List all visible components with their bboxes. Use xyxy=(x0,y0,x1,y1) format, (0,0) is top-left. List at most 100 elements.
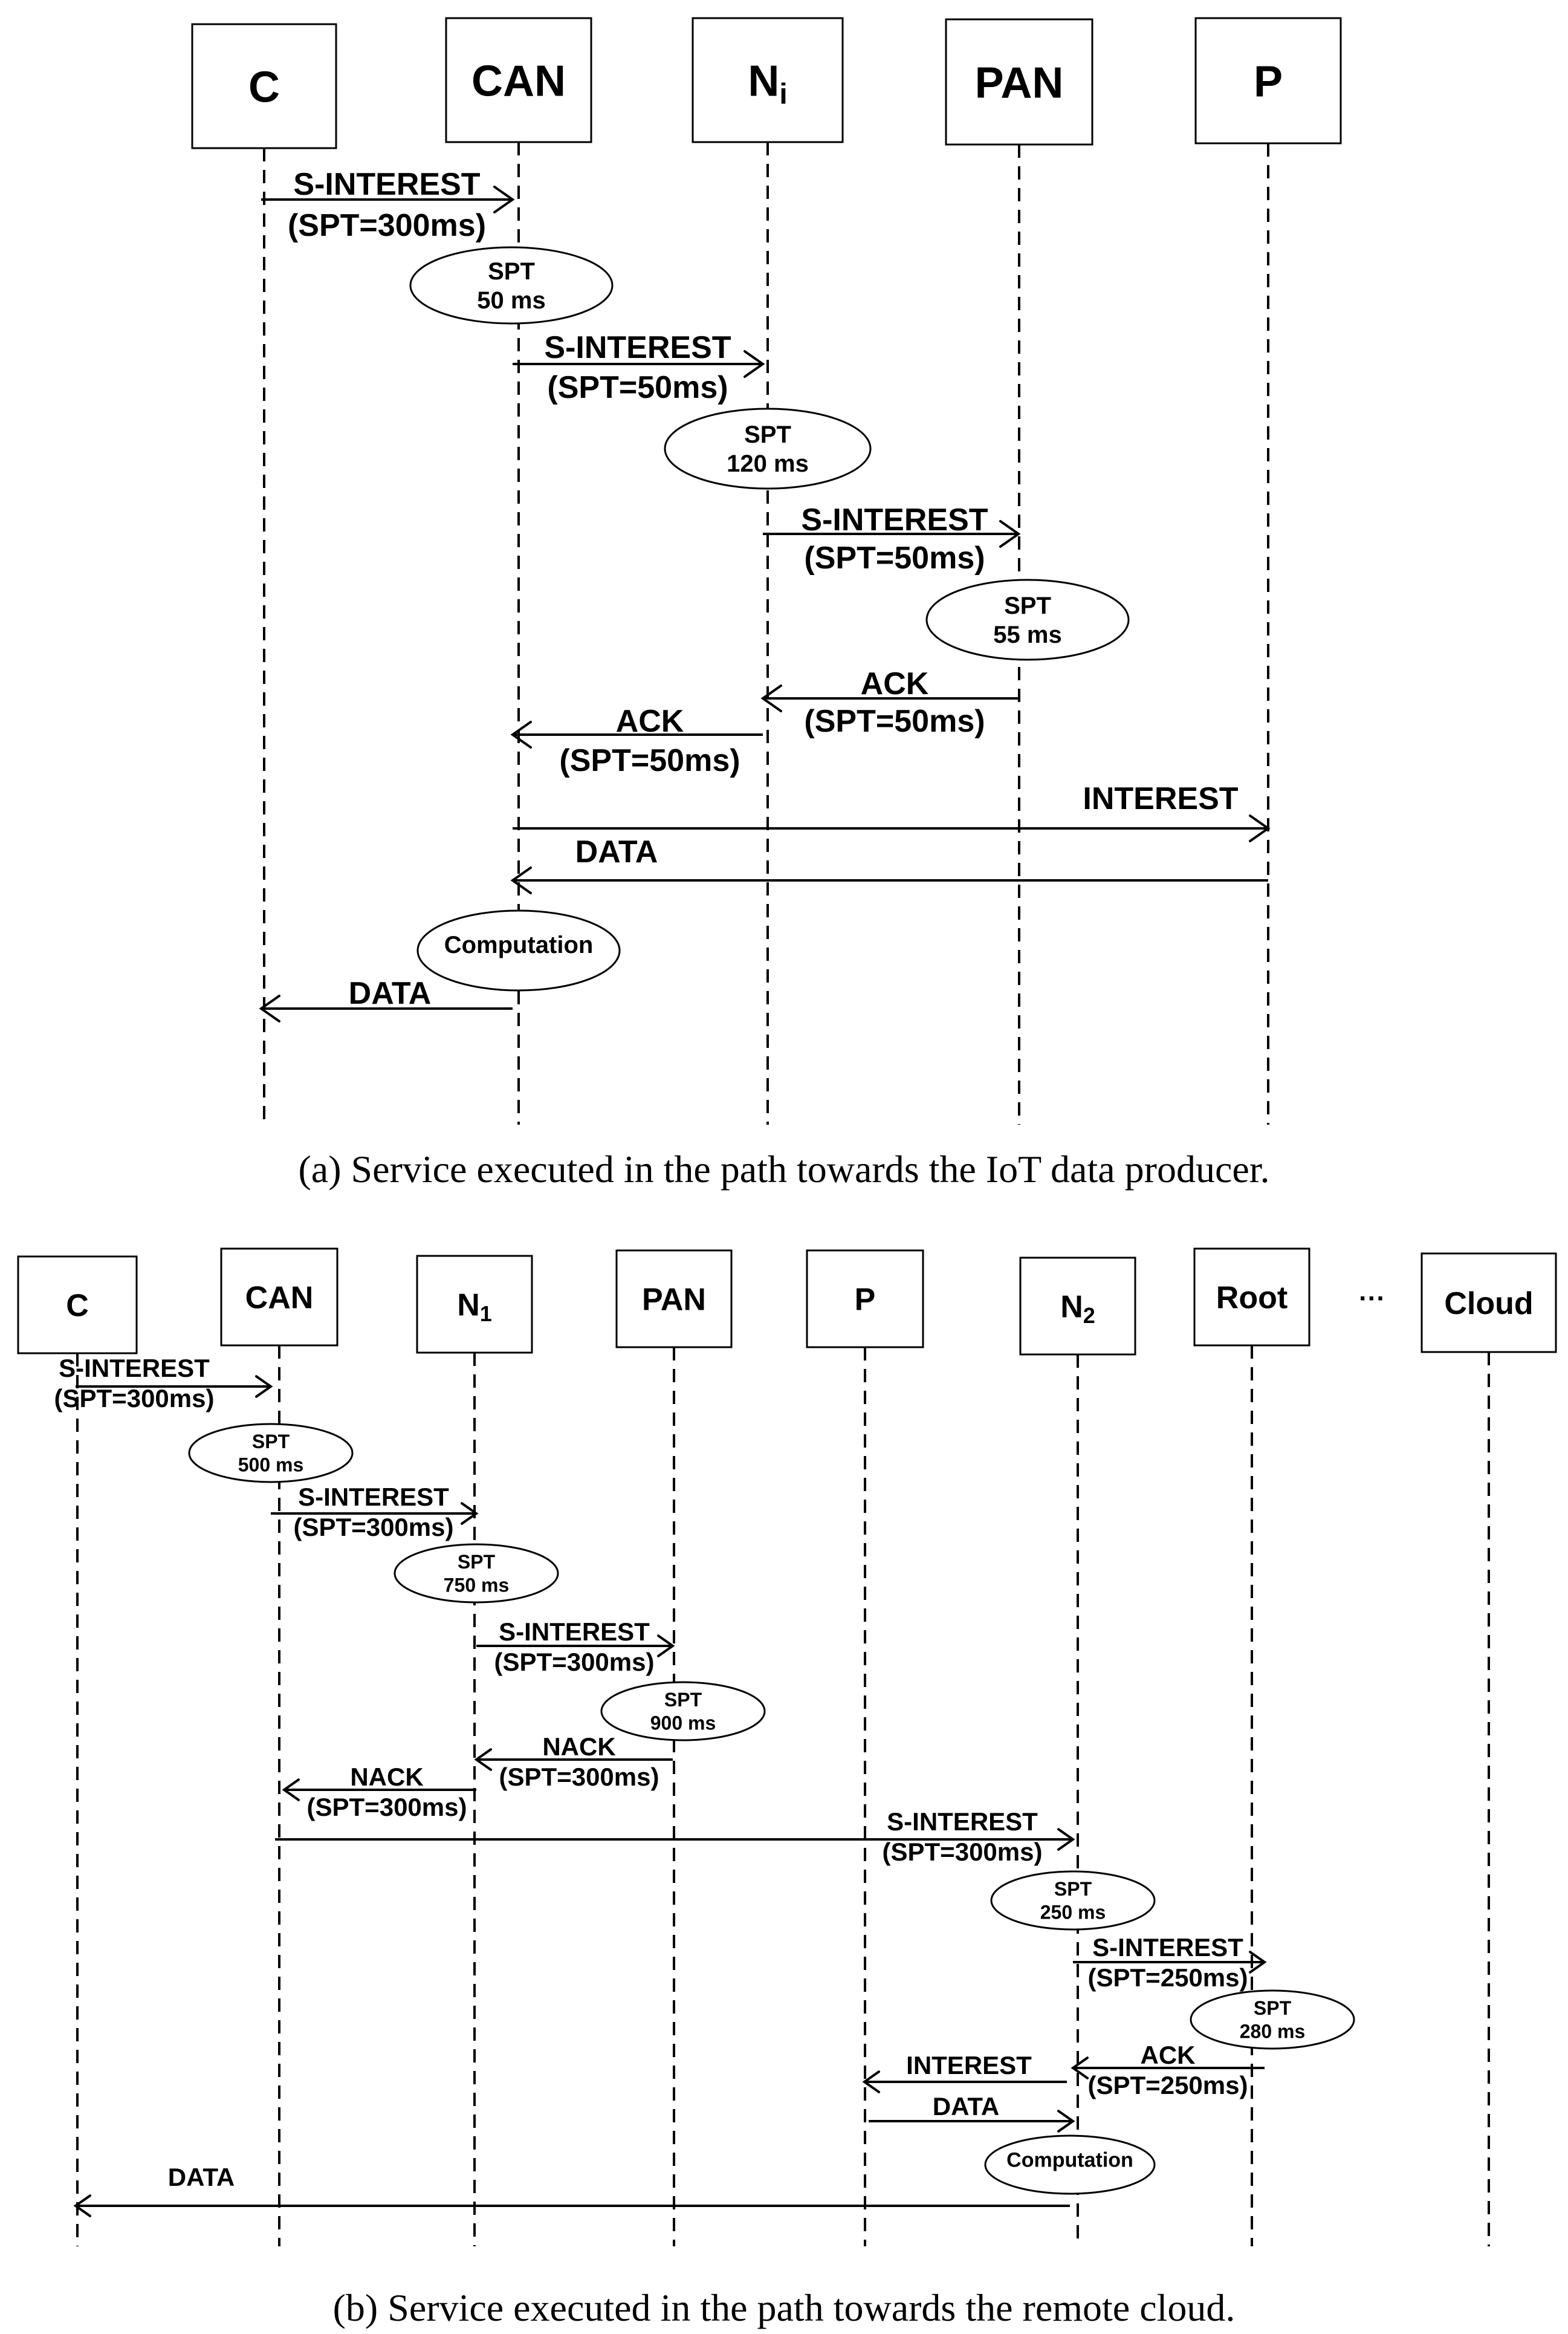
note-line1: SPT xyxy=(744,421,791,448)
message-detail: (SPT=300ms) xyxy=(294,1513,454,1541)
participant-box xyxy=(692,17,844,143)
participant-label: PAN xyxy=(975,59,1064,107)
note-spt: SPT 55 ms xyxy=(925,579,1130,661)
message-label: S-INTEREST xyxy=(293,167,480,202)
participant-c: C xyxy=(191,23,337,1125)
arrow-head xyxy=(657,1634,675,1657)
note-line2: 55 ms xyxy=(993,622,1061,648)
arrow-head xyxy=(1249,814,1271,842)
message-s-interest: S-INTEREST(SPT=250ms) xyxy=(1073,1933,1267,1992)
message-detail: (SPT=300ms) xyxy=(883,1838,1043,1866)
participant-pan: PAN xyxy=(615,1249,733,2246)
participant-label: Ni xyxy=(748,57,787,110)
note-line1: Computation xyxy=(444,932,594,958)
message-label: INTEREST xyxy=(906,2051,1032,2079)
participant-can: CAN xyxy=(220,1247,339,2246)
message-s-interest: S-INTEREST(SPT=300ms) xyxy=(476,1617,675,1676)
note-line1: SPT xyxy=(488,258,535,285)
arrow-head xyxy=(744,350,765,378)
note-ellipse xyxy=(394,1543,559,1604)
message-label: NACK xyxy=(350,1763,423,1791)
message-label: DATA xyxy=(933,2092,999,2121)
participant-box xyxy=(17,1255,138,1354)
participant-label: CAN xyxy=(245,1281,314,1316)
note-ellipse xyxy=(664,408,872,490)
message-s-interest: S-INTEREST(SPT=300ms) xyxy=(275,1807,1075,1866)
note-line2: 280 ms xyxy=(1240,2020,1306,2042)
participant-label: N2 xyxy=(1060,1290,1095,1328)
participant-box xyxy=(806,1249,924,1348)
participant-label: C xyxy=(66,1289,89,1324)
participant-p: P xyxy=(806,1249,924,2246)
arrow-head xyxy=(510,721,532,749)
message-detail: (SPT=300ms) xyxy=(499,1763,659,1791)
message-detail: (SPT=250ms) xyxy=(1088,2071,1248,2099)
participant-label: C xyxy=(248,63,280,111)
participant-box xyxy=(416,1255,533,1354)
participant-label: CAN xyxy=(471,57,566,105)
message-detail: (SPT=300ms) xyxy=(288,208,486,243)
participant-box xyxy=(1193,1247,1310,1347)
message-nack: NACK(SPT=300ms) xyxy=(282,1763,476,1821)
arrow-head xyxy=(760,684,782,712)
arrow-head xyxy=(73,2194,91,2217)
participant-label: Cloud xyxy=(1444,1286,1533,1321)
message-label: S-INTEREST xyxy=(887,1807,1038,1836)
message-label: NACK xyxy=(542,1732,615,1761)
message-label: ACK xyxy=(616,704,684,739)
message-label: DATA xyxy=(575,834,658,870)
participant-label: Root xyxy=(1216,1281,1288,1316)
message-nack: NACK(SPT=300ms) xyxy=(474,1732,673,1791)
message-data: DATA xyxy=(869,2092,1075,2133)
note-line2: 50 ms xyxy=(477,287,545,314)
participant-label: N1 xyxy=(457,1288,492,1326)
participant-box xyxy=(191,23,337,149)
arrow-head xyxy=(259,995,280,1022)
message-detail: (SPT=50ms) xyxy=(547,370,728,405)
message-s-interest: S-INTEREST (SPT=300ms) xyxy=(261,167,515,243)
note-computation: Computation xyxy=(416,909,621,992)
note-line1: SPT xyxy=(1054,1878,1092,1900)
note-line2: 500 ms xyxy=(238,1454,304,1475)
note-line2: 250 ms xyxy=(1040,1901,1106,1923)
message-label: S-INTEREST xyxy=(59,1354,210,1382)
message-detail: (SPT=50ms) xyxy=(804,541,985,576)
participant-n1: N1 xyxy=(416,1255,533,2246)
note-ellipse xyxy=(188,1423,354,1483)
note-line2: 900 ms xyxy=(650,1712,716,1734)
note-computation: Computation xyxy=(984,2134,1156,2195)
note-line1: SPT xyxy=(1004,593,1051,619)
message-detail: (SPT=250ms) xyxy=(1088,1963,1248,1992)
participant-box xyxy=(445,17,592,143)
note-line1: SPT xyxy=(1254,1997,1292,2019)
participant-subscript: 2 xyxy=(1083,1303,1095,1328)
note-line2: 750 ms xyxy=(444,1574,510,1596)
message-ack: ACK(SPT=50ms) xyxy=(760,666,1019,739)
participant-label: PAN xyxy=(642,1282,706,1318)
note-line2: 120 ms xyxy=(727,450,809,477)
message-label: S-INTEREST xyxy=(801,502,988,538)
participant-box xyxy=(1019,1256,1136,1356)
participant-box xyxy=(220,1247,339,1347)
note-line1: Computation xyxy=(1006,2148,1133,2171)
message-label: S-INTEREST xyxy=(499,1617,650,1646)
message-label: S-INTEREST xyxy=(298,1483,449,1511)
message-ack: ACK(SPT=250ms) xyxy=(1071,2041,1265,2099)
arrow-head xyxy=(510,866,532,894)
note-ellipse xyxy=(1190,1989,1355,2050)
message-ack: ACK(SPT=50ms) xyxy=(510,704,763,778)
arrow-head xyxy=(474,1748,492,1771)
message-s-interest: S-INTEREST(SPT=300ms) xyxy=(271,1483,479,1541)
note-ellipse xyxy=(409,246,614,325)
participant-ni: Ni xyxy=(692,17,844,1125)
arrow-head xyxy=(1249,1951,1267,1974)
caption: (b) Service executed in the path towards… xyxy=(333,2286,1236,2329)
participant-ellipsis: ··· xyxy=(1359,1284,1385,1313)
note-line1: SPT xyxy=(458,1551,496,1573)
